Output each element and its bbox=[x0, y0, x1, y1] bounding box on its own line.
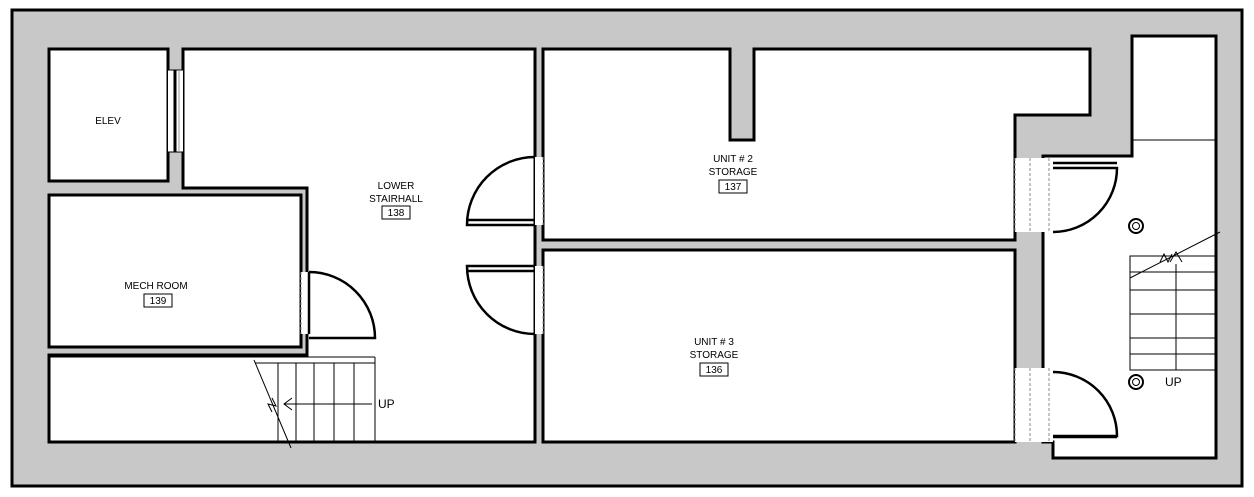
unit3-number-box bbox=[699, 362, 729, 377]
unit2-right-door-swing bbox=[1052, 166, 1119, 234]
right-stair-break bbox=[1129, 231, 1221, 279]
mech-door-gap bbox=[301, 272, 309, 334]
lower-left-stair bbox=[253, 357, 376, 449]
stairhall-label-line1: LOWER bbox=[378, 181, 415, 192]
elev-label: ELEV bbox=[95, 116, 121, 127]
unit3-right-door-gap bbox=[1015, 368, 1053, 442]
room-unit-3-storage bbox=[541, 248, 1017, 444]
unit2-door-swing bbox=[465, 155, 536, 227]
column-top bbox=[1128, 218, 1144, 234]
stairhall-number-box bbox=[381, 205, 411, 220]
unit3-right-door-swing bbox=[1052, 370, 1119, 438]
stairhall-number: 138 bbox=[388, 208, 405, 219]
column-bottom bbox=[1128, 374, 1144, 390]
mech-door-swing bbox=[308, 270, 377, 340]
unit3-label-line1: UNIT # 3 bbox=[694, 337, 734, 348]
unit2-label-line1: UNIT # 2 bbox=[713, 154, 753, 165]
unit2-door-gap bbox=[535, 157, 543, 225]
room-unit-2-storage bbox=[541, 47, 1092, 242]
right-stair-arrow-icon bbox=[1169, 251, 1183, 263]
right-stair-up-label: UP bbox=[1165, 375, 1182, 389]
unit3-door-swing bbox=[465, 264, 536, 336]
mech-room-number: 139 bbox=[150, 296, 167, 307]
unit2-label-line2: STORAGE bbox=[709, 167, 758, 178]
unit3-number: 136 bbox=[706, 365, 723, 376]
right-stair-zigzag-icon bbox=[1159, 252, 1173, 264]
lower-stair-zigzag-icon bbox=[267, 397, 277, 413]
room-mech bbox=[47, 193, 303, 349]
lower-stair-break bbox=[253, 359, 292, 449]
column-top-inner bbox=[1132, 222, 1140, 230]
unit2-right-door-gap bbox=[1015, 158, 1053, 232]
lower-stair-up-label: UP bbox=[378, 397, 395, 411]
right-stair bbox=[1129, 231, 1221, 371]
unit3-label-line2: STORAGE bbox=[690, 350, 739, 361]
unit3-door-gap bbox=[535, 266, 543, 334]
column-bottom-inner bbox=[1132, 378, 1140, 386]
unit2-number: 137 bbox=[725, 182, 742, 193]
lower-stair-arrow-icon bbox=[283, 397, 293, 411]
mech-room-number-box bbox=[143, 293, 173, 308]
room-elev bbox=[47, 47, 170, 183]
stairhall-label-line2: STAIRHALL bbox=[369, 194, 423, 205]
unit2-number-box bbox=[718, 179, 748, 194]
mech-room-label: MECH ROOM bbox=[124, 281, 187, 292]
